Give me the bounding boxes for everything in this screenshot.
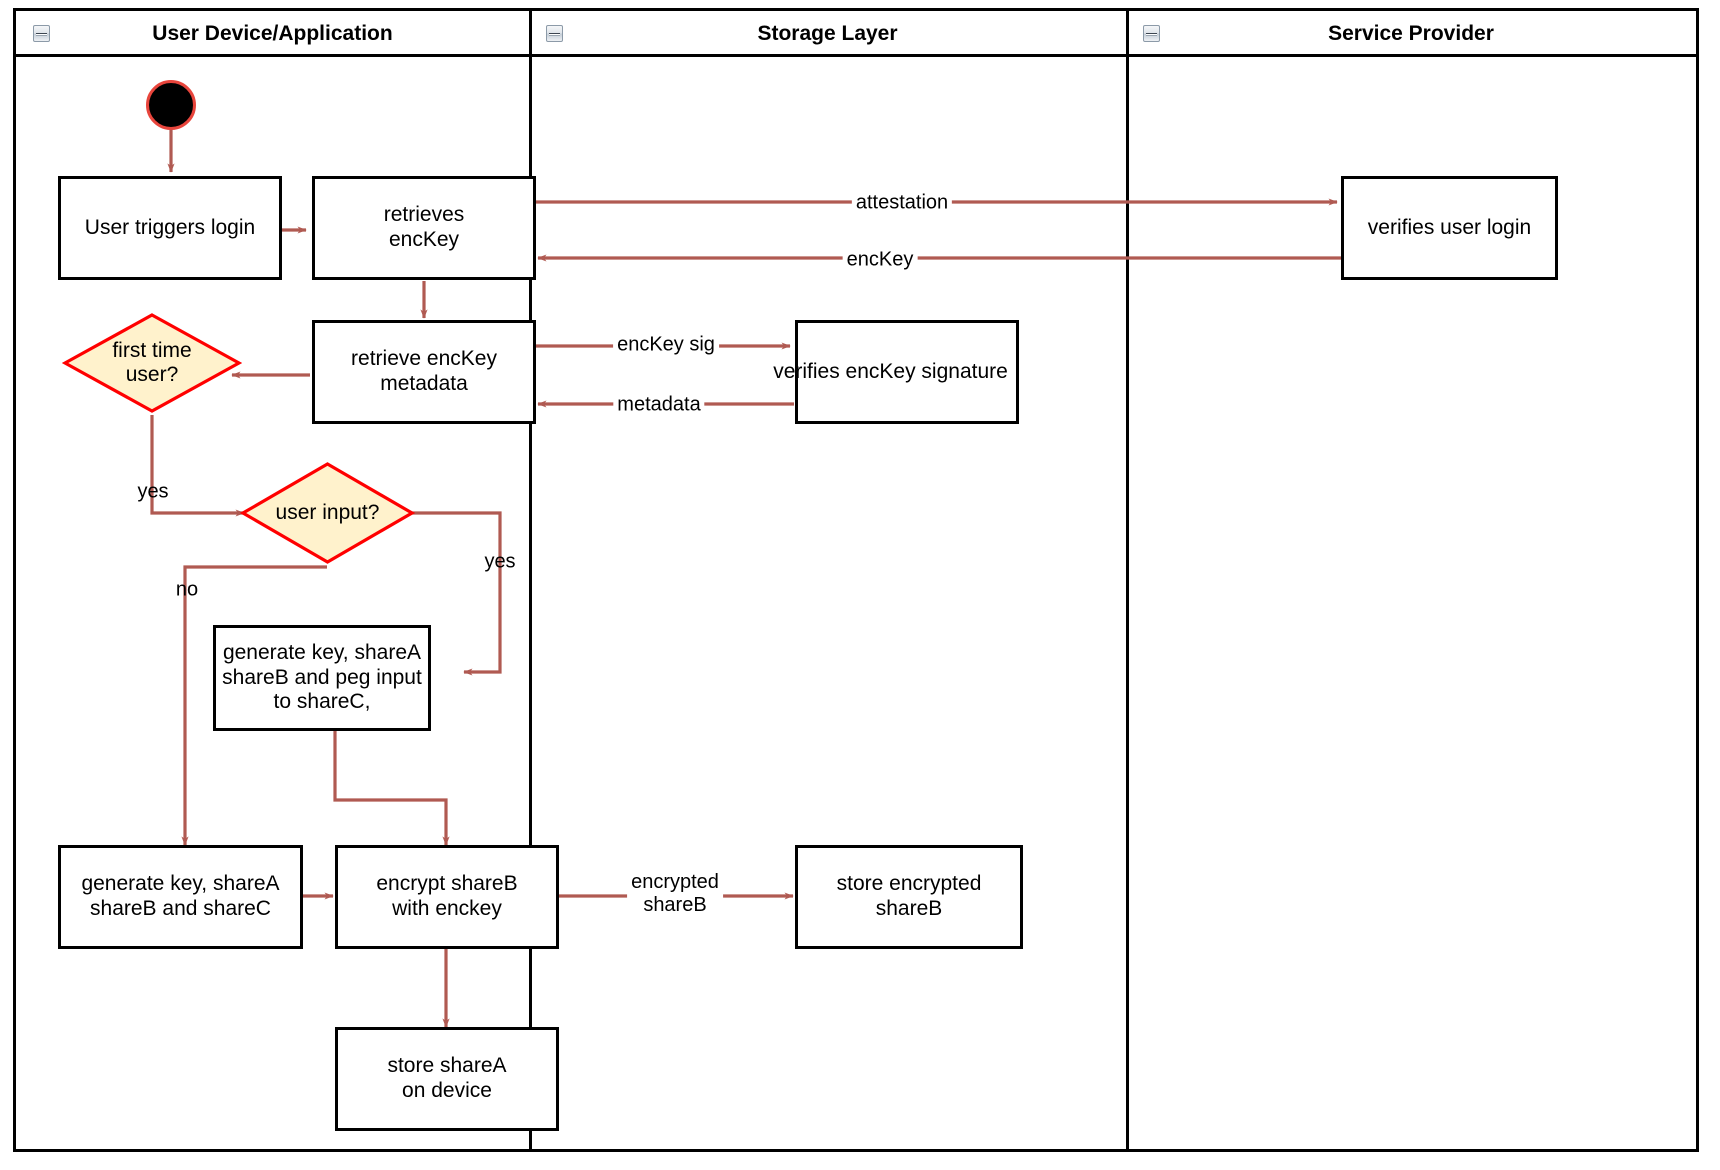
lane-header-storage-layer [529, 11, 1126, 57]
node-label-line1: retrieve encKey [351, 347, 497, 371]
node-label-line2: metadata [380, 372, 468, 395]
node-label: user input? [275, 500, 380, 524]
node-label-line2: with enckey [392, 897, 502, 920]
edge-label-encrypted-shareb: encrypted shareB [627, 871, 723, 917]
node-user-triggers-login[interactable]: User triggers login [58, 176, 282, 280]
lane-separator-1 [529, 11, 532, 1149]
lane-header-user-device [16, 11, 529, 57]
edge-label-metadata: metadata [613, 393, 705, 417]
node-first-time-user[interactable]: first time user? [62, 312, 242, 414]
edge-label-line1: encrypted [631, 871, 719, 893]
node-label-line1: encrypt shareB [376, 872, 518, 896]
node-label-line2: encKey [388, 228, 460, 251]
lane-separator-2 [1126, 11, 1129, 1149]
node-store-encrypted-shareb[interactable]: store encrypted shareB [795, 845, 1023, 949]
initial-node[interactable] [146, 80, 196, 130]
node-label: User triggers login [84, 215, 256, 239]
node-store-sharea[interactable]: store shareA on device [335, 1027, 559, 1131]
node-label-line1: generate key, shareA [222, 640, 422, 664]
collapse-minus-icon-service-provider[interactable] [1143, 25, 1160, 42]
decision-shape [240, 462, 415, 564]
node-label-line2: on device [402, 1079, 492, 1102]
edge-label-no-user-input: no [175, 578, 199, 601]
node-label-line2: shareB and shareC [90, 897, 271, 920]
node-label: verifies user login [1367, 215, 1532, 239]
node-verifies-user-login[interactable]: verifies user login [1341, 176, 1558, 280]
node-generate-abc[interactable]: generate key, shareA shareB and shareC [58, 845, 303, 949]
lane-title-service-provider: Service Provider [1328, 22, 1494, 45]
node-label-line1: store shareA [387, 1054, 507, 1078]
lane-title-user-device: User Device/Application [152, 22, 393, 45]
node-label-line3: to shareC, [273, 690, 371, 714]
collapse-minus-icon-user-device[interactable] [33, 25, 50, 42]
edge-label-yes-user-input: yes [484, 550, 516, 573]
lane-header-service-provider [1126, 11, 1696, 57]
node-label-line1: store encrypted [836, 872, 982, 896]
node-user-input[interactable]: user input? [240, 461, 415, 565]
lane-title-storage-layer: Storage Layer [757, 22, 898, 45]
node-label-line1: retrieves [383, 203, 465, 227]
edge-label-enckey-sig: encKey sig [613, 333, 719, 357]
node-encrypt-shareb[interactable]: encrypt shareB with enckey [335, 845, 559, 949]
decision-shape [62, 313, 242, 413]
edge-label-yes-first-time: yes [137, 480, 169, 503]
node-label-line2: shareB and peg input [222, 665, 422, 689]
node-retrieves-enckey[interactable]: retrieves encKey [312, 176, 536, 280]
node-label-line2: user? [125, 363, 179, 386]
node-label-line2: shareB [875, 897, 943, 920]
node-label-line1: generate key, shareA [81, 872, 280, 896]
edge-label-line2: shareB [643, 894, 707, 916]
node-verifies-enckey-signature[interactable]: verifies encKey signature [773, 320, 1019, 424]
edge-label-attestation: attestation [851, 191, 953, 215]
collapse-minus-icon-storage-layer[interactable] [546, 25, 563, 42]
node-label: verifies encKey signature [773, 359, 1008, 383]
edge-label-enckey: encKey [842, 248, 918, 272]
node-generate-peg[interactable]: generate key, shareA shareB and peg inpu… [213, 625, 431, 731]
node-label-line1: first time [112, 338, 192, 362]
node-retrieve-enckey-metadata[interactable]: retrieve encKey metadata [312, 320, 536, 424]
